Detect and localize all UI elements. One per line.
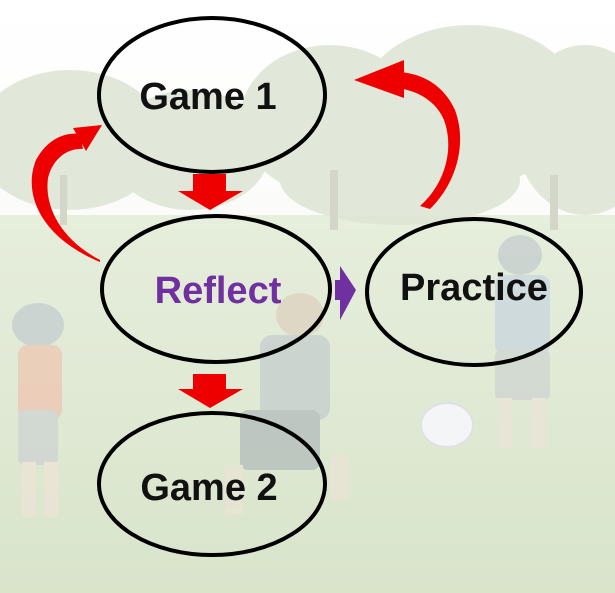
soccer-ball: [420, 402, 474, 448]
node-game-1-label: Game 1: [139, 76, 276, 118]
child-left: [12, 303, 64, 517]
node-reflect-ellipse: [100, 214, 332, 364]
node-practice-ellipse: [365, 217, 583, 367]
node-game-2-ellipse: [97, 411, 327, 557]
node-game-1: Game 1: [97, 16, 327, 174]
node-game-1-ellipse: [97, 16, 327, 174]
node-practice-label: Practice: [400, 267, 548, 309]
right-arrow-reflect-to-practice: [335, 266, 356, 320]
node-reflect: Reflect: [100, 214, 332, 364]
tree-trunks: [60, 170, 558, 230]
loop-arrow-left: [31, 125, 102, 262]
loop-arrow-right: [354, 60, 461, 209]
child-center: [225, 293, 348, 515]
node-reflect-label: Reflect: [155, 270, 282, 312]
down-arrow-reflect-to-game2: [178, 374, 243, 408]
node-game-2: Game 2: [97, 411, 327, 557]
node-game-2-label: Game 2: [140, 467, 277, 509]
node-practice: Practice: [365, 217, 583, 367]
down-arrow-game1-to-reflect: [178, 174, 243, 210]
